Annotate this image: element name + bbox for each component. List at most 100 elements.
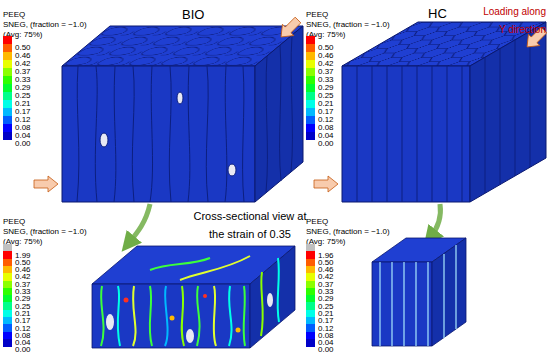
- legend-value: 0.29: [318, 83, 334, 92]
- legend-swatch: [306, 108, 315, 116]
- hc-section-part-part: [391, 262, 392, 346]
- panel-title-box: HC: [428, 4, 447, 22]
- legend-header: SNEG, (fraction = −1.0): [3, 20, 87, 29]
- bio-block-part-part: [280, 45, 281, 181]
- legend-swatch: [306, 36, 315, 44]
- bio-block-part-part: [188, 66, 190, 202]
- legend-value: 0.25: [318, 91, 334, 100]
- legend-value-box: 0.00: [15, 338, 31, 354]
- legend-value: 0.50: [318, 43, 334, 52]
- hc-section-part: [380, 245, 456, 346]
- bio-block-part-part: [114, 66, 116, 202]
- legend-swatch: [306, 68, 315, 76]
- legend-value: 0.00: [318, 139, 334, 148]
- legend-header-box: SNEG, (fraction = −1.0): [306, 13, 390, 31]
- legend-value-box: 0.00: [318, 338, 334, 354]
- legend-value: 0.00: [318, 345, 334, 354]
- bio-section-part-part: [186, 329, 194, 343]
- legend-header-box: PEEQ: [3, 3, 25, 21]
- legend-swatch: [306, 100, 315, 108]
- loading-note-box: Loading along Y direction: [476, 1, 546, 37]
- bio-section-part-part: [170, 316, 175, 321]
- hc-block-part: [470, 22, 546, 202]
- bio-section-part: [250, 246, 295, 348]
- legend-swatch: [3, 84, 12, 92]
- legend-value: 0.46: [318, 51, 334, 60]
- bio-block-part-part: [266, 56, 267, 192]
- bio-section-part-part: [150, 258, 210, 270]
- hc-section: [372, 238, 466, 346]
- legend-swatch: [306, 84, 315, 92]
- legend-header: PEEQ: [3, 217, 25, 226]
- legend-header-box: PEEQ: [3, 210, 25, 228]
- legend-header-box: PEEQ: [306, 210, 328, 228]
- hc-block-part-part: [485, 57, 486, 193]
- legend-swatch: [306, 339, 315, 347]
- legend-value-box: 0.00: [318, 132, 334, 150]
- bio-section-part-part: [106, 314, 114, 330]
- bio-section-part-part: [244, 286, 245, 346]
- legend-header: SNEG, (fraction = −1.0): [3, 227, 87, 236]
- bio-block-part-part: [291, 36, 292, 172]
- bio-section-part-part: [261, 272, 263, 336]
- legend-header-box: PEEQ: [306, 3, 328, 21]
- hc-block: [342, 22, 546, 202]
- legend-swatch: [3, 124, 12, 132]
- bio-section-part-part: [182, 286, 184, 346]
- loading-arrow-part: [314, 176, 338, 192]
- bio-section-part-part: [203, 294, 207, 298]
- bio-block-part-part: [228, 164, 236, 176]
- legend-header: SNEG, (fraction = −1.0): [306, 20, 390, 29]
- hc-block-part-part: [432, 66, 433, 202]
- panel-title-box: BIO: [182, 5, 204, 23]
- legend-value: 0.17: [318, 107, 334, 116]
- hc-block-part-part: [387, 66, 388, 202]
- legend-swatch: [3, 92, 12, 100]
- bio-section-part: [92, 284, 250, 348]
- loading-note: Loading along Y direction: [483, 6, 546, 35]
- bio-block-part-part: [150, 66, 153, 202]
- bio-section-part-part: [133, 286, 136, 346]
- hc-section-part: [372, 262, 432, 346]
- hc-block-part: [342, 66, 470, 202]
- bio-section-part: [101, 256, 279, 346]
- hc-block-part-part: [372, 66, 373, 202]
- legend-value: 0.21: [318, 99, 334, 108]
- legend-header: PEEQ: [306, 217, 328, 226]
- hc-block-part-part: [515, 40, 516, 176]
- legend-swatch: [3, 339, 12, 347]
- legend-swatch: [3, 116, 12, 124]
- legend-value-box: 0.00: [15, 132, 31, 150]
- legend-value: 0.12: [318, 115, 334, 124]
- hc-section-part-part: [403, 262, 404, 346]
- bio-section: [92, 246, 295, 348]
- panel-title: HC: [428, 6, 447, 21]
- bio-block-part-part: [225, 66, 227, 202]
- section-note: Cross-sectional view at the strain of 0.…: [193, 210, 306, 240]
- bio-block-part: [255, 26, 303, 202]
- bio-section-part-part: [118, 286, 120, 346]
- legend-value: 0.37: [15, 67, 31, 76]
- legend-value: 0.46: [15, 51, 31, 60]
- bio-section-part-part: [197, 286, 200, 346]
- legend-value: 0.04: [15, 131, 31, 140]
- hc-section-part: [432, 238, 466, 346]
- bio-section-part-part: [229, 286, 232, 346]
- view-arrow-part: [430, 204, 441, 238]
- legend-swatch: [3, 100, 12, 108]
- legend-value: 0.04: [318, 131, 334, 140]
- legend-value: 0.08: [318, 123, 334, 132]
- legend-swatch: [3, 60, 12, 68]
- legend-swatch: [306, 124, 315, 132]
- bio-section-part-part: [150, 286, 152, 346]
- hc-block-part: [357, 31, 530, 202]
- bio-section-part-part: [180, 256, 250, 280]
- legend-value: 0.17: [15, 107, 31, 116]
- loading-arrow-part: [275, 14, 303, 42]
- bio-block-part: [62, 66, 255, 202]
- legend-header: PEEQ: [306, 10, 328, 19]
- bio-block-part-part: [177, 92, 183, 104]
- hc-block-part-part: [357, 66, 358, 202]
- bio-block-part-part: [100, 133, 108, 147]
- bio-block-part-part: [77, 66, 79, 202]
